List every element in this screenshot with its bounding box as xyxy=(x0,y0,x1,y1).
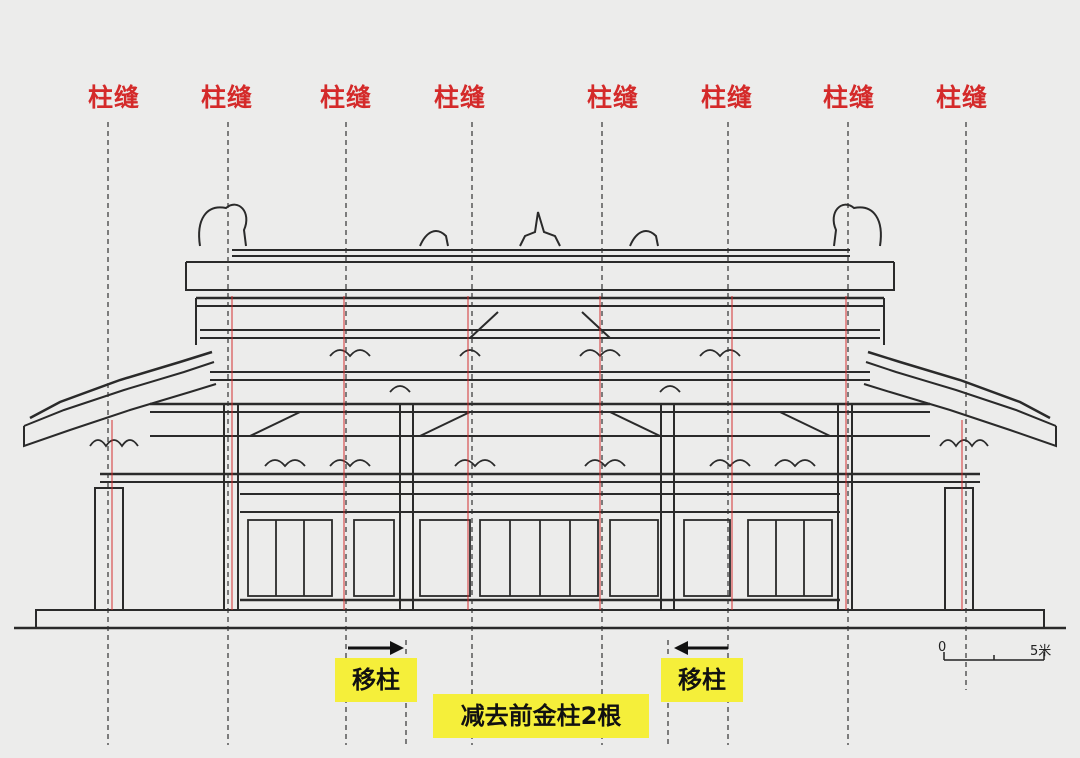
beams xyxy=(100,311,980,602)
column-seam-label: 柱缝 xyxy=(200,83,254,112)
move-column-tag-right: 移柱 xyxy=(661,658,743,702)
platform xyxy=(14,609,1066,630)
column-seam-label: 柱缝 xyxy=(822,83,876,112)
arrow-right-icon xyxy=(348,641,404,655)
scale-start-label: 0 xyxy=(938,640,947,655)
column-seam-label: 柱缝 xyxy=(935,83,989,112)
removed-columns-tag: 减去前金柱2根 xyxy=(433,694,649,738)
columns xyxy=(94,403,974,611)
brackets xyxy=(89,349,989,468)
column-seam-label: 柱缝 xyxy=(319,83,373,112)
arrow-left-icon xyxy=(674,641,728,655)
move-column-tag-left: 移柱 xyxy=(335,658,417,702)
column-seam-label: 柱缝 xyxy=(700,83,754,112)
scale-bar xyxy=(943,652,1045,661)
red-axis-lines xyxy=(111,296,963,610)
scale-end-label: 5米 xyxy=(1030,644,1052,659)
column-seam-label: 柱缝 xyxy=(87,83,141,112)
roof xyxy=(23,203,1057,448)
column-seam-lines xyxy=(107,122,967,745)
column-seam-label: 柱缝 xyxy=(586,83,640,112)
column-seam-label: 柱缝 xyxy=(433,83,487,112)
door-panels xyxy=(247,519,833,597)
